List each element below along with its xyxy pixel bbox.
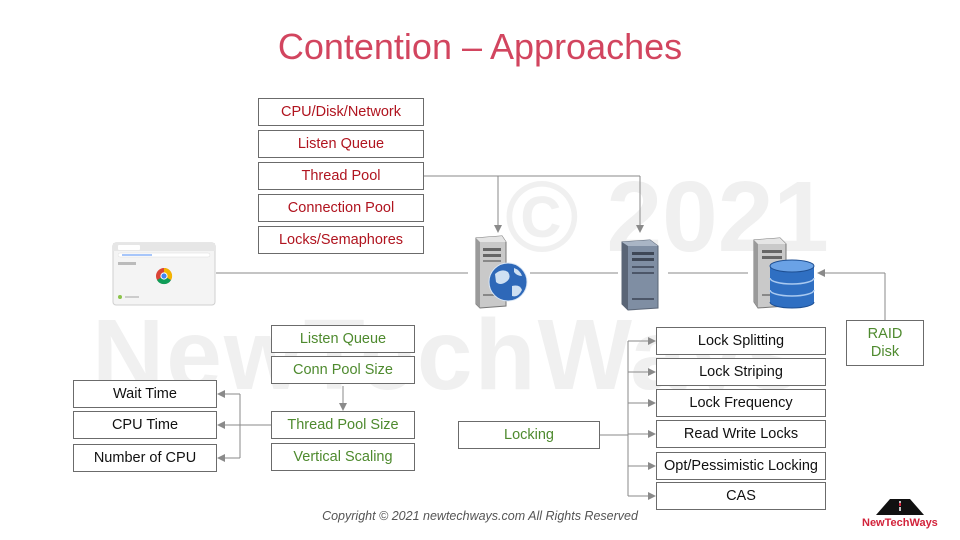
logo-text: NewTechWays: [862, 517, 938, 529]
raid-line2: Disk: [870, 344, 900, 360]
resource-cpu-disk-network: CPU/Disk/Network: [258, 98, 424, 126]
read-write-locks: Read Write Locks: [656, 420, 826, 448]
app-server-icon: [621, 239, 659, 311]
raid-disk-box: RAID Disk: [846, 320, 924, 366]
raid-line1: RAID: [867, 326, 903, 342]
metric-cpu-time: CPU Time: [73, 411, 217, 439]
web-server-globe-icon: [475, 235, 528, 309]
browser-window-icon: [112, 242, 216, 306]
config-conn-pool-size: Conn Pool Size: [271, 356, 415, 384]
lock-striping: Lock Striping: [656, 358, 826, 386]
resource-locks-semaphores: Locks/Semaphores: [258, 226, 424, 254]
newtechways-logo-icon: [876, 499, 924, 515]
config-vertical-scaling: Vertical Scaling: [271, 443, 415, 471]
opt-pessimistic-locking: Opt/Pessimistic Locking: [656, 452, 826, 480]
config-listen-queue: Listen Queue: [271, 325, 415, 353]
page-title: Contention – Approaches: [277, 26, 683, 67]
config-thread-pool-size: Thread Pool Size: [271, 411, 415, 439]
lock-splitting: Lock Splitting: [656, 327, 826, 355]
metric-number-of-cpu: Number of CPU: [73, 444, 217, 472]
lock-frequency: Lock Frequency: [656, 389, 826, 417]
copyright-footer: Copyright © 2021 newtechways.com All Rig…: [322, 509, 638, 523]
cas: CAS: [656, 482, 826, 510]
resource-thread-pool: Thread Pool: [258, 162, 424, 190]
metric-wait-time: Wait Time: [73, 380, 217, 408]
database-server-icon: [753, 237, 815, 309]
locking-box: Locking: [458, 421, 600, 449]
resource-connection-pool: Connection Pool: [258, 194, 424, 222]
resource-listen-queue: Listen Queue: [258, 130, 424, 158]
